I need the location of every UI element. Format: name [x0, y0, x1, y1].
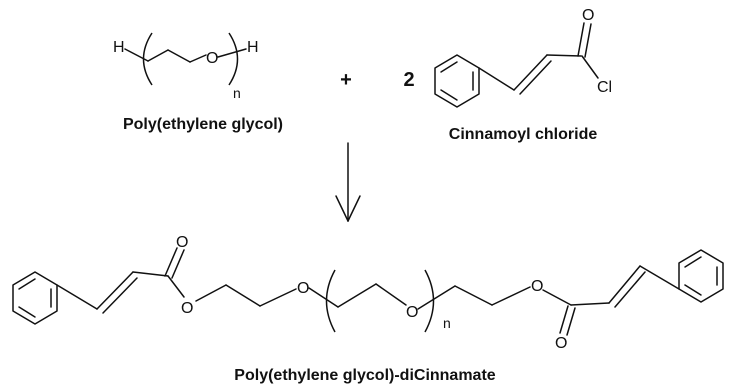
- left-carbonyl-b: [171, 249, 185, 279]
- left-ring-double-1: [18, 278, 36, 290]
- repeat-right-bracket: [424, 269, 435, 333]
- acyl-bond: [546, 54, 582, 57]
- right-linker-3: [491, 286, 531, 306]
- peg-right-bracket: [228, 32, 239, 86]
- peg-bond-2: [147, 49, 169, 62]
- peg-bond-3: [167, 49, 191, 63]
- left-carbonyl-oxygen: O: [176, 234, 188, 251]
- right-carbonyl-oxygen: O: [555, 335, 567, 352]
- cinnamoyl-chloride-label: Cinnamoyl chloride: [449, 126, 598, 143]
- left-ester-bond: [167, 275, 185, 298]
- right-carbonyl-b: [566, 307, 576, 336]
- reaction-arrow: [335, 142, 361, 222]
- coefficient: 2: [403, 69, 414, 91]
- peg-bond-4: [189, 54, 207, 63]
- left-linker-2: [225, 284, 261, 307]
- left-linker-1: [195, 284, 227, 302]
- repeat-oxygen: O: [406, 304, 418, 321]
- vinyl-double-bond-b: [519, 60, 552, 95]
- repeat-bond-2: [337, 283, 377, 308]
- right-linker-2: [454, 285, 493, 306]
- left-acyl-bond: [132, 271, 169, 277]
- carbonyl-bond-a: [577, 22, 585, 57]
- peg-oxygen: O: [206, 50, 218, 67]
- vinyl-single-bond: [478, 67, 515, 91]
- carbonyl-oxygen: O: [582, 7, 594, 24]
- left-carbonyl-a: [164, 247, 178, 277]
- product-name-label: Poly(ethylene glycol)-diCinnamate: [234, 367, 495, 384]
- left-vinyl-double-a: [96, 271, 134, 310]
- plus-sign: +: [340, 69, 352, 91]
- peg-repeat-n: n: [233, 85, 241, 101]
- peg-right-h: H: [247, 39, 259, 56]
- peg-structure: H O H n: [113, 32, 259, 101]
- arrow-head-left: [335, 195, 349, 222]
- benzene-double-bond-1: [440, 61, 458, 73]
- benzene-double-bond-3: [440, 89, 458, 101]
- right-vinyl-double-a: [608, 265, 641, 304]
- right-ester-bond: [542, 289, 572, 306]
- peg-left-bracket: [142, 32, 153, 86]
- peg-bond-5: [217, 48, 247, 58]
- product-structure: O O O O n O O: [12, 234, 724, 352]
- vinyl-double-bond-a: [513, 54, 548, 91]
- right-carbonyl-a: [559, 305, 569, 334]
- left-ring-double-3: [18, 306, 36, 318]
- right-vinyl-double-b: [614, 271, 646, 308]
- left-vinyl-double-b: [102, 277, 138, 314]
- peg-left-h: H: [113, 39, 125, 56]
- chlorine-atom: Cl: [597, 79, 612, 96]
- right-ester-oxygen: O: [531, 278, 543, 295]
- cinnamoyl-chloride-structure: O Cl: [434, 7, 612, 108]
- left-linker-3: [259, 288, 297, 307]
- c-cl-bond: [581, 55, 599, 79]
- benzene-ring-right: [678, 249, 724, 303]
- right-acyl-bond: [570, 302, 610, 306]
- arrow-head-right: [347, 195, 361, 222]
- peg-name-label: Poly(ethylene glycol): [123, 116, 283, 133]
- right-ring-double-1: [684, 256, 702, 268]
- right-ring-double-3: [684, 284, 702, 296]
- left-ester-oxygen: O: [181, 300, 193, 317]
- right-vinyl-single: [639, 265, 680, 290]
- left-vinyl-single: [56, 284, 98, 310]
- repeat-left-bracket: [325, 269, 336, 333]
- product-repeat-n: n: [443, 315, 451, 331]
- left-ether-oxygen: O: [297, 280, 309, 297]
- repeat-bond-3: [375, 283, 407, 306]
- repeat-bond-1: [308, 287, 339, 308]
- carbonyl-bond-b: [584, 23, 592, 58]
- right-linker-1: [417, 285, 456, 310]
